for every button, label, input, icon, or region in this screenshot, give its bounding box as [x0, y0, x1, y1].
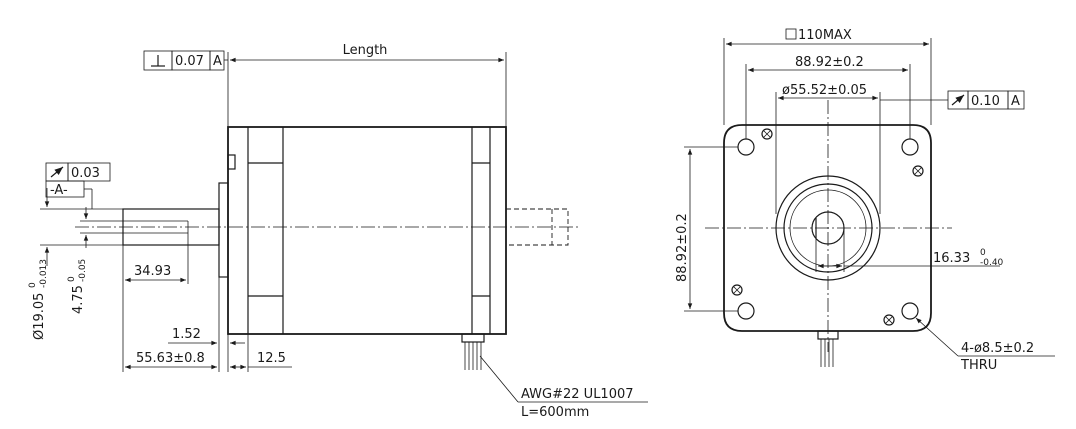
shaft-length: 55.63±0.8	[136, 351, 205, 366]
runout-value: 0.03	[71, 166, 100, 181]
runout-frame-left: 0.03 -A-	[45, 162, 111, 209]
datum-label: -A-	[50, 183, 68, 198]
perpendicularity-value: 0.07	[175, 54, 204, 69]
screw	[883, 314, 895, 326]
square-symbol	[785, 28, 797, 40]
hole-spacing-v: 88.92±0.2	[675, 213, 690, 282]
mount-hole	[901, 302, 919, 320]
cable-length: L=600mm	[521, 405, 589, 420]
max-size: 110MAX	[798, 28, 852, 43]
hole-spacing-h: 88.92±0.2	[795, 55, 864, 70]
pilot-diameter: ø55.52±0.05	[782, 83, 867, 98]
screw	[761, 128, 773, 140]
screw	[731, 284, 743, 296]
shaft-diameter: Ø19.05	[32, 293, 47, 340]
boss-height: 1.52	[172, 327, 201, 342]
svg-text:-0.013: -0.013	[39, 259, 49, 288]
holes-note: THRU	[960, 358, 997, 373]
key-depth: 4.75	[71, 285, 86, 314]
motor-body	[227, 126, 507, 335]
mount-hole	[737, 302, 755, 320]
cable-wires	[464, 342, 482, 370]
runout-frame-right: 0.10 A	[947, 90, 1025, 110]
svg-text:-0.40: -0.40	[980, 258, 1004, 268]
cable-spec: AWG#22 UL1007	[521, 387, 634, 402]
svg-text:0: 0	[980, 248, 986, 258]
mount-hole	[737, 138, 755, 156]
mount-hole	[901, 138, 919, 156]
flat-length: 34.93	[134, 264, 171, 279]
flange-square	[723, 124, 932, 332]
runout-value-right: 0.10	[971, 94, 1000, 109]
cable-wires-front	[820, 339, 834, 367]
svg-text:0: 0	[67, 276, 77, 282]
key-flat: 16.33	[933, 251, 970, 266]
front-view: 110MAX 88.92±0.2 ø55.52±0.05 0.10 A 88.9…	[675, 28, 1055, 373]
screw	[912, 165, 924, 177]
svg-text:0: 0	[28, 282, 38, 288]
flange-boss	[218, 182, 229, 278]
perpendicularity-frame: 0.07 A	[143, 50, 228, 71]
flange-thickness: 12.5	[257, 351, 286, 366]
length-label: Length	[343, 43, 388, 58]
runout-datum-right: A	[1011, 94, 1020, 109]
perpendicularity-datum: A	[213, 54, 222, 69]
svg-text:-0.05: -0.05	[78, 259, 88, 282]
holes-callout: 4-ø8.5±0.2	[961, 341, 1034, 356]
side-view: Length 0.07 A 0.03 -A-	[28, 43, 648, 420]
